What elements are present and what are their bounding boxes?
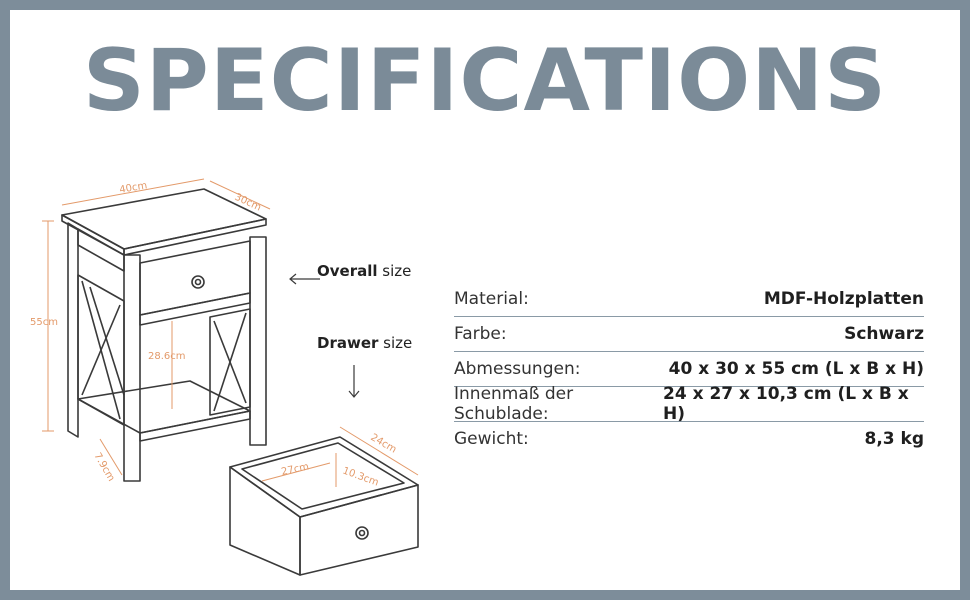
spec-row-dimensions: Abmessungen: 40 x 30 x 55 cm (L x B x H): [454, 352, 924, 387]
back-left-leg: [67, 222, 79, 438]
spec-row-weight: Gewicht: 8,3 kg: [454, 422, 924, 456]
front-left-leg: [123, 254, 141, 482]
dim-shelf: 28.6cm: [148, 351, 186, 362]
spec-value: MDF-Holzplatten: [763, 289, 924, 309]
spec-label: Material:: [454, 289, 529, 309]
bottom-shelf: [77, 380, 251, 434]
spec-label: Gewicht:: [454, 429, 529, 449]
spec-row-material: Material: MDF-Holzplatten: [454, 282, 924, 317]
dim-leg: 7.9cm: [91, 451, 116, 483]
spec-card: SPECIFICATIONS: [10, 10, 960, 590]
spec-value: 40 x 30 x 55 cm (L x B x H): [668, 359, 924, 379]
spec-table: Material: MDF-Holzplatten Farbe: Schwarz…: [454, 282, 924, 456]
spec-label: Abmessungen:: [454, 359, 581, 379]
page-title: SPECIFICATIONS: [82, 31, 888, 131]
drawer-size-callout: Drawer size: [317, 334, 413, 352]
spec-value: 24 x 27 x 10,3 cm (L x B x H): [663, 384, 909, 424]
dim-drawer-depth: 24cm: [369, 432, 399, 456]
front-right-leg: [249, 236, 267, 446]
spec-label: Farbe:: [454, 324, 507, 344]
spec-value: Schwarz: [844, 324, 924, 344]
dim-height: 55cm: [30, 317, 58, 328]
spec-value: 8,3 kg: [864, 429, 924, 449]
nightstand-illustration: 40cm 30cm 55cm 28.6cm 7.9cm: [30, 178, 419, 576]
dim-width: 40cm: [119, 180, 148, 196]
spec-label: Innenmaß der Schublade:: [454, 384, 574, 424]
spec-row-color: Farbe: Schwarz: [454, 317, 924, 352]
spec-row-drawer: Innenmaß der Schublade: 24 x 27 x 10,3 c…: [454, 384, 924, 424]
overall-size-callout: Overall size: [317, 262, 412, 280]
drawer-box-knob: [355, 526, 369, 540]
drawer-knob: [191, 275, 205, 289]
dim-drawer-height: 10.3cm: [341, 465, 380, 488]
dim-drawer-width: 27cm: [280, 461, 310, 478]
